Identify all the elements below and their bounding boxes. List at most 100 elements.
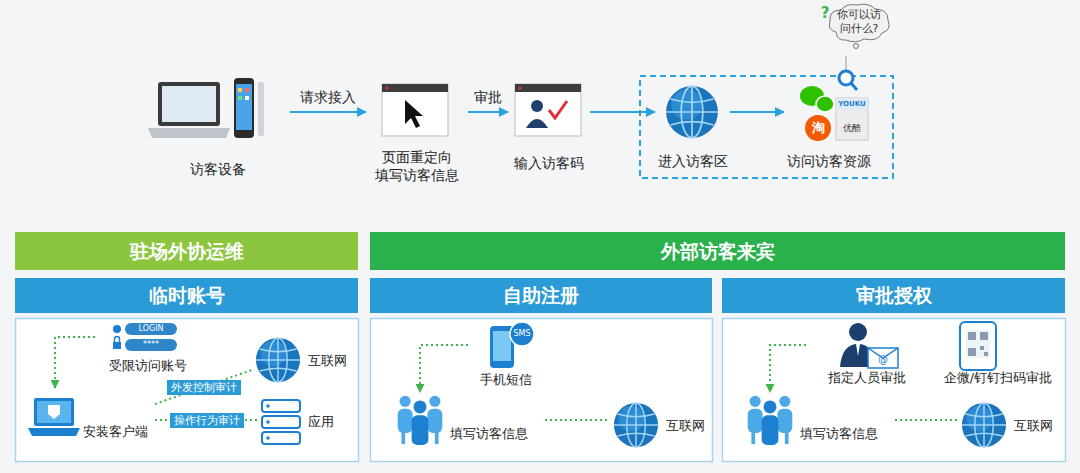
qr-phone-icon	[980, 346, 984, 350]
redirect-node: 页面重定向 填写访客信息	[366, 78, 468, 186]
qr-phone-icon	[984, 352, 988, 356]
sub-header-band: 审批授权	[722, 278, 1065, 313]
guest-zone-dashed-box	[640, 76, 893, 178]
caption: 访客设备	[145, 160, 290, 178]
visitor-node: 填写访客信息	[392, 392, 545, 448]
caption: 填写访客信息	[450, 426, 528, 443]
visitor-device-icon	[245, 88, 249, 92]
guest-resource-icons	[805, 115, 831, 141]
visitor-device-icon	[148, 78, 264, 138]
globe-icon	[256, 338, 300, 382]
client-node: 安装客户端	[25, 388, 155, 446]
qr-phone-icon	[960, 322, 996, 370]
qr-phone-icon	[980, 332, 988, 340]
header-band: 外部访客来宾	[370, 232, 1065, 270]
cloud-shape	[854, 44, 859, 49]
browser-redirect-icon	[386, 87, 389, 90]
qr-phone-icon	[966, 330, 990, 358]
guest-resource-icons	[816, 96, 834, 112]
client-laptop-icon	[48, 405, 60, 419]
speech-cloud: 你可以访问什么?	[826, 2, 892, 52]
caption: 受限访问账号	[95, 358, 200, 375]
dotted-link	[895, 419, 958, 421]
guest-resource-icons	[839, 71, 853, 85]
sms-phone-icon	[490, 322, 534, 368]
server-icon	[262, 400, 300, 444]
band-title: 自助注册	[370, 278, 712, 313]
client-laptop-icon	[28, 398, 80, 436]
sms-badge-text: SMS	[510, 327, 534, 341]
audit-tag: 外发控制审计	[167, 380, 241, 395]
sub-header-band: 自助注册	[370, 278, 712, 313]
browser-code-icon	[515, 84, 581, 92]
caption: 企微/钉钉扫码审批	[934, 370, 1062, 387]
browser-redirect-icon	[382, 84, 448, 136]
at-sign: @	[876, 353, 890, 367]
caption: 应用	[308, 414, 334, 431]
internet-node: 互联网	[610, 398, 712, 452]
flow-arrow	[590, 111, 655, 113]
visitor-device-icon	[162, 86, 216, 122]
visitor-device-icon	[238, 88, 242, 92]
browser-code-icon	[526, 119, 548, 128]
browser-redirect-icon	[405, 100, 423, 128]
caption: 互联网	[1014, 418, 1053, 435]
qr-phone-icon	[968, 332, 976, 340]
client-laptop-icon	[37, 401, 71, 423]
approver-icon	[849, 323, 867, 341]
edge-label: 请求接入	[300, 89, 356, 107]
login-field-text: LOGIN	[125, 323, 177, 335]
visitor-node: 填写访客信息	[742, 392, 895, 448]
panel	[16, 319, 359, 462]
server-icon	[266, 436, 270, 440]
dotted-link	[420, 345, 468, 392]
client-laptop-icon	[28, 428, 80, 436]
band-title: 外部访客来宾	[370, 232, 1065, 270]
caption: 填写访客信息	[800, 426, 878, 443]
server-icon	[262, 416, 300, 428]
guest-resource-icons	[846, 56, 847, 70]
password-field-text: ****	[125, 339, 177, 351]
login-icon	[113, 323, 177, 351]
internet-node: 互联网	[252, 333, 355, 388]
people-icon	[398, 396, 443, 445]
client-laptop-icon	[34, 398, 74, 426]
browser-code-icon	[531, 100, 543, 112]
browser-redirect-icon	[382, 84, 448, 92]
server-icon	[262, 432, 300, 444]
browser-redirect-icon	[382, 84, 448, 136]
approver-icon	[856, 344, 860, 356]
guest-zone-node: 进入访客区	[655, 80, 730, 172]
qr-phone-icon	[968, 348, 976, 356]
visitor-device-icon	[238, 96, 242, 100]
approver-icon	[868, 348, 898, 368]
cloud-shape	[829, 4, 889, 42]
server-icon	[266, 404, 270, 408]
caption: 访问访客资源	[784, 152, 874, 170]
band-title: 临时账号	[15, 278, 358, 313]
audit-tag: 操作行为审计	[170, 413, 244, 428]
dotted-link	[770, 345, 806, 392]
youku-text: YOUKU	[834, 99, 870, 109]
qr-approval-node: 企微/钉钉扫码审批	[934, 320, 1062, 389]
login-icon	[113, 325, 121, 333]
guest-resource-icons	[851, 83, 857, 90]
globe-icon	[614, 403, 658, 447]
code-node: 输入访客码	[508, 78, 590, 174]
panel	[371, 319, 713, 462]
people-icon	[748, 396, 793, 445]
caption: 手机短信	[468, 372, 544, 389]
flow-arrow	[730, 111, 784, 113]
browser-code-icon	[549, 101, 567, 118]
globe-icon	[962, 403, 1006, 447]
taobao-glyph: 淘	[806, 119, 830, 137]
qr-phone-icon	[960, 322, 996, 370]
sms-node: 手机短信	[468, 322, 544, 391]
app-node: 应用	[258, 394, 345, 450]
server-icon	[262, 400, 300, 412]
visitor-device-icon	[258, 82, 264, 136]
visitor-device-icon	[158, 82, 220, 126]
globe-icon	[666, 86, 718, 138]
sub-header-band: 临时账号	[15, 278, 358, 313]
